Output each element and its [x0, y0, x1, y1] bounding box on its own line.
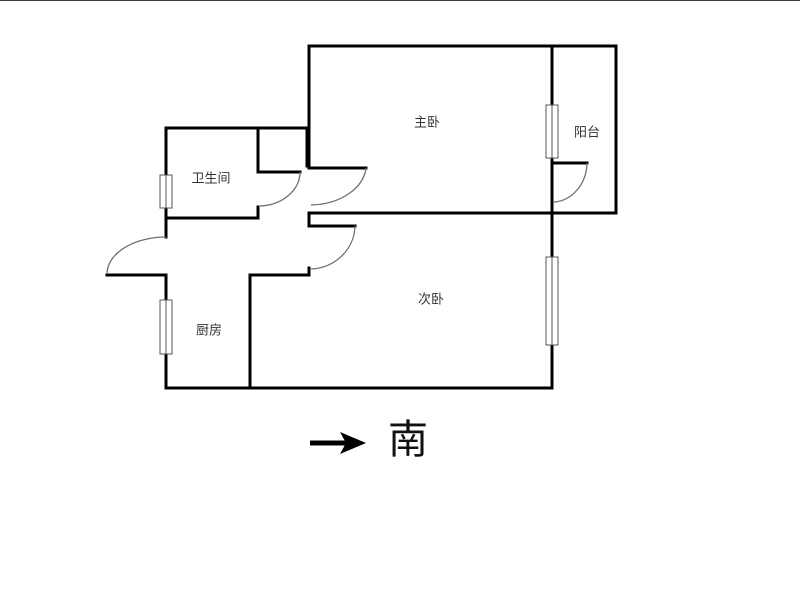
room-label-bathroom: 卫生间 — [191, 171, 231, 187]
top-border-line — [0, 0, 800, 1]
door-arcs — [106, 162, 588, 275]
room-label-master-bedroom: 主卧 — [413, 115, 441, 131]
compass-arrow-icon — [310, 432, 366, 454]
compass: 南 — [388, 420, 428, 460]
walls — [105, 44, 618, 390]
room-label-second-bedroom: 次卧 — [417, 292, 445, 308]
room-label-balcony: 阳台 — [573, 125, 601, 141]
compass-direction-label: 南 — [388, 417, 428, 463]
room-label-kitchen: 厨房 — [195, 323, 223, 339]
windows — [159, 104, 559, 355]
